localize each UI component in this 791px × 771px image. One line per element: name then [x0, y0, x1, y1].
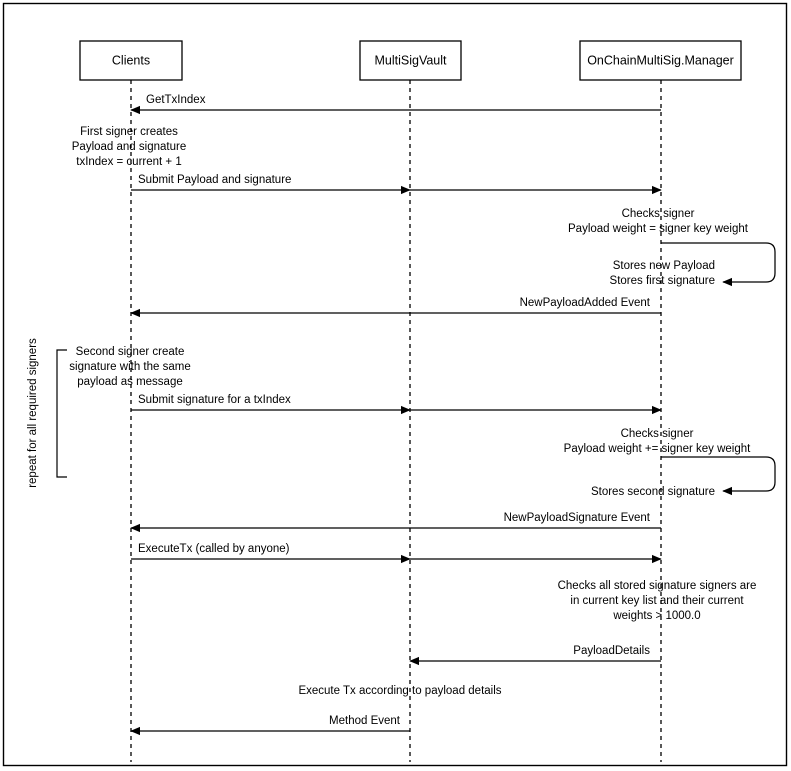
note-line-n3-1: signature with the same — [69, 361, 190, 373]
message-m6a: ExecuteTx (called by anyone) — [131, 543, 411, 564]
participant-box-clients[interactable] — [79, 40, 183, 81]
note-line-n3-2: payload as message — [77, 376, 182, 388]
participant-label-vault: MultiSigVault — [374, 53, 447, 67]
message-m7: PayloadDetails — [409, 645, 661, 666]
message-m3: NewPayloadAdded Event — [130, 297, 661, 318]
self-message-label-s2-line-0: Stores second signature — [591, 486, 715, 498]
note-line-n4-1: Payload weight += signer key weight — [564, 443, 751, 455]
bracket-label-repeat-bracket: repeat for all required signers — [27, 338, 39, 488]
note-line-n2-1: Payload weight = signer key weight — [568, 223, 749, 235]
participant-manager[interactable]: OnChainMultiSig.Manager — [579, 40, 742, 81]
participant-clients[interactable]: Clients — [79, 40, 183, 81]
actors-layer: Clients MultiSigVault OnChainMultiSig.Mana… — [79, 40, 742, 81]
message-label-m7: PayloadDetails — [573, 645, 650, 657]
message-label-m8: Method Event — [329, 715, 401, 727]
participant-label-clients: Clients — [112, 53, 150, 67]
bracket-repeat-bracket: repeat for all required signers — [27, 338, 67, 488]
bracket-shape-repeat-bracket — [56, 349, 67, 478]
participant-box-manager[interactable] — [579, 40, 742, 81]
note-line-n1-0: First signer creates — [80, 126, 178, 138]
message-m5: NewPayloadSignature Event — [130, 512, 661, 533]
note-n6: Execute Tx according to payload details — [298, 685, 501, 697]
message-label-m1: GetTxIndex — [146, 94, 206, 106]
note-line-n3-0: Second signer create — [76, 346, 185, 358]
message-m4a: Submit signature for a txIndex — [131, 394, 411, 415]
note-line-n2-0: Checks signer — [622, 208, 695, 220]
self-message-arrow-s1 — [661, 242, 776, 287]
note-line-n5-2: weights > 1000.0 — [612, 610, 700, 622]
participant-vault[interactable]: MultiSigVault — [359, 40, 462, 81]
note-line-n5-1: in current key list and their current — [570, 595, 744, 607]
message-label-m4a: Submit signature for a txIndex — [138, 394, 291, 406]
message-m8: Method Event — [130, 715, 410, 736]
message-label-m6a: ExecuteTx (called by anyone) — [138, 543, 290, 555]
message-label-m5: NewPayloadSignature Event — [504, 512, 651, 524]
self-message-label-s1-line-1: Stores first signature — [610, 275, 715, 287]
note-line-n6-0: Execute Tx according to payload details — [298, 685, 501, 697]
message-m1: GetTxIndex — [130, 94, 661, 115]
message-m2a: Submit Payload and signature — [131, 174, 411, 195]
self-message-label-s1-line-0: Stores new Payload — [613, 260, 715, 272]
note-line-n5-0: Checks all stored signature signers are — [558, 580, 757, 592]
message-label-m3: NewPayloadAdded Event — [520, 297, 651, 309]
note-n5: Checks all stored signature signers are i… — [558, 580, 757, 622]
note-line-n1-1: Payload and signature — [72, 141, 186, 153]
note-line-n4-0: Checks signer — [621, 428, 694, 440]
self-message-arrow-s2 — [661, 456, 776, 496]
message-label-m2a: Submit Payload and signature — [138, 174, 291, 186]
self-message-s2: Stores second signature — [591, 456, 776, 498]
note-n3: Second signer create signature with the s… — [69, 346, 190, 388]
participant-label-manager: OnChainMultiSig.Manager — [587, 53, 734, 67]
brackets-layer: repeat for all required signers — [27, 338, 67, 488]
participant-box-vault[interactable] — [359, 40, 462, 81]
note-line-n1-2: txIndex = current + 1 — [76, 156, 181, 168]
